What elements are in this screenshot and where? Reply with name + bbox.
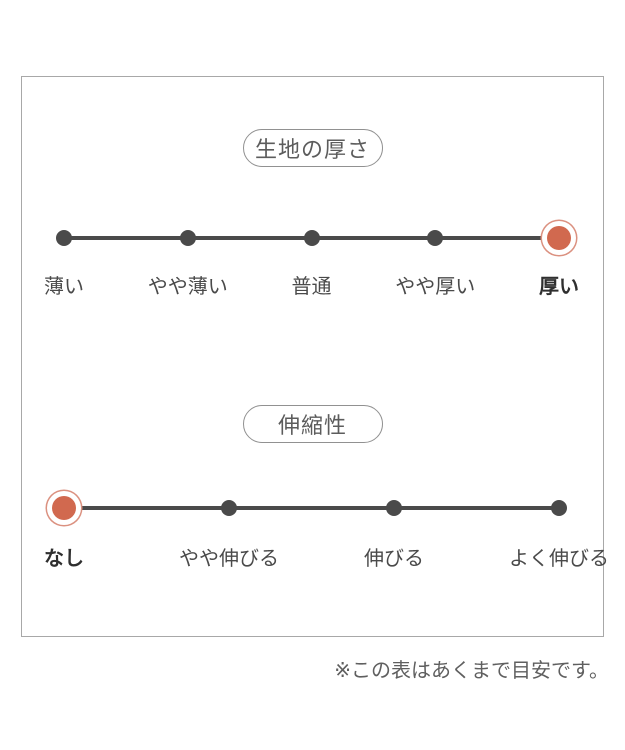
scale-option-label-selected: 厚い — [539, 276, 579, 298]
scale-dot — [386, 500, 402, 516]
scale-dot — [551, 500, 567, 516]
stretch-scale — [52, 496, 567, 520]
scale-dot — [427, 230, 444, 246]
scale-option-label: やや薄い — [147, 276, 228, 298]
spec-panel: 生地の厚さ 薄い やや薄い 普通 やや厚い 厚い 伸縮性 なし やや伸びる 伸び… — [21, 76, 609, 637]
scale-option-label: 普通 — [291, 276, 332, 298]
scale-option-label: よく伸びる — [509, 548, 609, 570]
scale-track — [64, 506, 559, 510]
scale-dot — [220, 500, 237, 516]
scale-dot-selected — [52, 496, 76, 520]
scale-option-label-selected: なし — [44, 548, 84, 570]
thickness-scale — [56, 226, 571, 250]
scale-title-stretch: 伸縮性 — [242, 405, 383, 443]
scale-option-label: 伸びる — [364, 548, 424, 570]
scale-option-label: やや伸びる — [178, 548, 279, 570]
thickness-labels: 薄い やや薄い 普通 やや厚い 厚い — [44, 275, 579, 299]
disclaimer-note: ※この表はあくまで目安です。 — [334, 660, 609, 682]
scale-dot — [56, 230, 72, 246]
scale-title-thickness: 生地の厚さ — [242, 129, 383, 167]
scale-option-label: 薄い — [44, 276, 84, 298]
scale-dot-selected — [547, 226, 571, 250]
scale-dot — [303, 230, 320, 246]
scale-option-label: やや厚い — [395, 276, 476, 298]
stretch-labels: なし やや伸びる 伸びる よく伸びる — [44, 547, 609, 571]
scale-dot — [179, 230, 196, 246]
